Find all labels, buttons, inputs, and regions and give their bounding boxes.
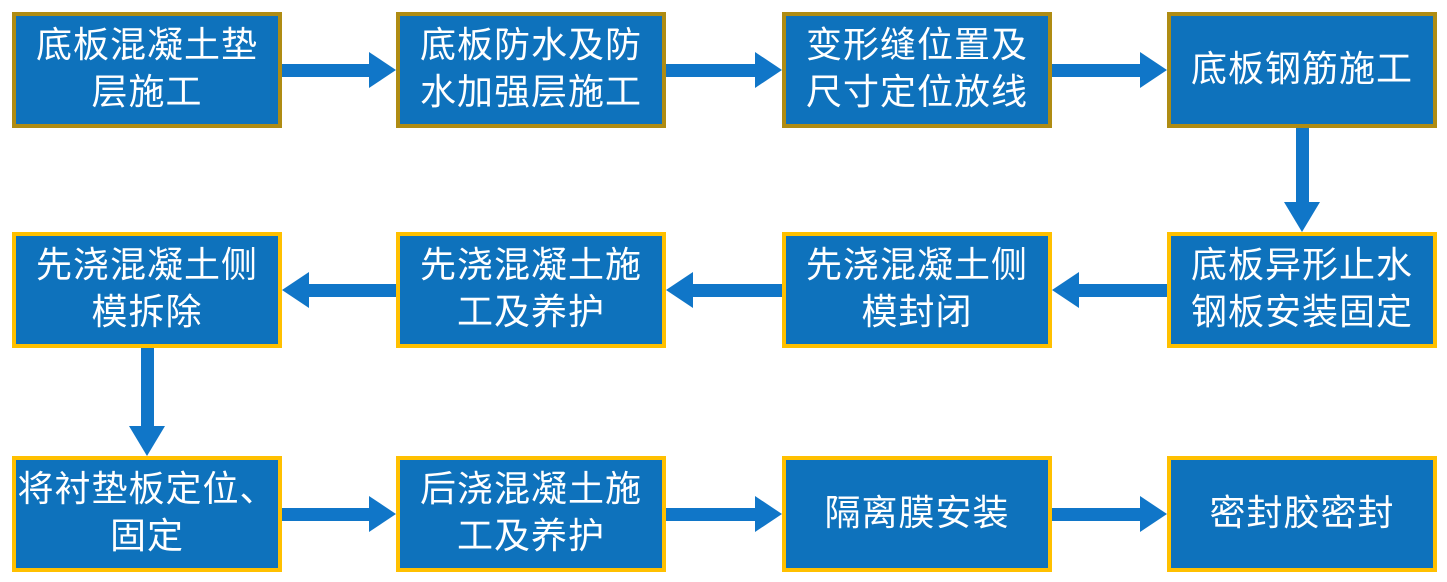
flow-arrow-7-8 [282, 272, 396, 308]
flow-node-12-label: 密封胶密封 [1209, 492, 1395, 534]
arrow-shaft [690, 284, 782, 297]
flow-node-11: 隔离膜安装 [782, 456, 1052, 572]
flow-node-2: 底板防水及防 水加强层施工 [396, 12, 666, 128]
flow-node-5-label: 底板异形止水 钢板安装固定 [1190, 245, 1413, 333]
flow-node-8: 先浇混凝土侧 模拆除 [12, 232, 282, 348]
arrow-right-icon [755, 52, 782, 88]
flow-node-6-label: 先浇混凝土侧 模封闭 [805, 245, 1028, 333]
flow-node-1-label: 底板混凝土垫 层施工 [35, 25, 258, 113]
flow-node-12: 密封胶密封 [1167, 456, 1437, 572]
flow-arrow-5-6 [1052, 272, 1167, 308]
arrow-right-icon [1140, 52, 1167, 88]
flow-arrow-10-11 [666, 496, 782, 532]
arrow-shaft [666, 64, 758, 77]
arrow-shaft [1296, 128, 1309, 208]
flow-node-4-label: 底板钢筋施工 [1190, 48, 1413, 90]
flow-arrow-9-10 [282, 496, 396, 532]
flow-node-6: 先浇混凝土侧 模封闭 [782, 232, 1052, 348]
flow-node-5: 底板异形止水 钢板安装固定 [1167, 232, 1437, 348]
arrow-shaft [666, 508, 758, 521]
flow-arrow-11-12 [1052, 496, 1167, 532]
arrow-left-icon [1052, 272, 1079, 308]
arrow-shaft [282, 64, 372, 77]
flow-arrow-1-2 [282, 52, 396, 88]
arrow-shaft [1076, 284, 1167, 297]
arrow-shaft [282, 508, 372, 521]
arrow-right-icon [369, 52, 396, 88]
arrow-shaft [306, 284, 396, 297]
flow-node-3: 变形缝位置及 尺寸定位放线 [782, 12, 1052, 128]
flow-node-10-label: 后浇混凝土施 工及养护 [419, 469, 642, 557]
arrow-shaft [1052, 64, 1143, 77]
flow-node-2-label: 底板防水及防 水加强层施工 [419, 25, 642, 113]
flow-node-3-label: 变形缝位置及 尺寸定位放线 [805, 25, 1028, 113]
flow-node-1: 底板混凝土垫 层施工 [12, 12, 282, 128]
arrow-left-icon [666, 272, 693, 308]
arrow-shaft [141, 348, 154, 432]
flow-arrow-2-3 [666, 52, 782, 88]
flow-arrow-6-7 [666, 272, 782, 308]
arrow-right-icon [369, 496, 396, 532]
flow-node-4: 底板钢筋施工 [1167, 12, 1437, 128]
arrow-down-icon [129, 426, 165, 456]
flow-node-8-label: 先浇混凝土侧 模拆除 [35, 245, 258, 333]
arrow-right-icon [1140, 496, 1167, 532]
flow-node-9-label: 将衬垫板定位、 固定 [17, 469, 277, 557]
flow-node-11-label: 隔离膜安装 [824, 492, 1010, 534]
flow-node-7: 先浇混凝土施 工及养护 [396, 232, 666, 348]
flow-node-10: 后浇混凝土施 工及养护 [396, 456, 666, 572]
flow-node-7-label: 先浇混凝土施 工及养护 [419, 245, 642, 333]
flow-arrow-3-4 [1052, 52, 1167, 88]
arrow-left-icon [282, 272, 309, 308]
flow-node-9: 将衬垫板定位、 固定 [12, 456, 282, 572]
arrow-right-icon [755, 496, 782, 532]
arrow-down-icon [1284, 202, 1320, 232]
flow-arrow-8-9 [129, 348, 165, 456]
arrow-shaft [1052, 508, 1143, 521]
flow-arrow-4-5 [1284, 128, 1320, 232]
